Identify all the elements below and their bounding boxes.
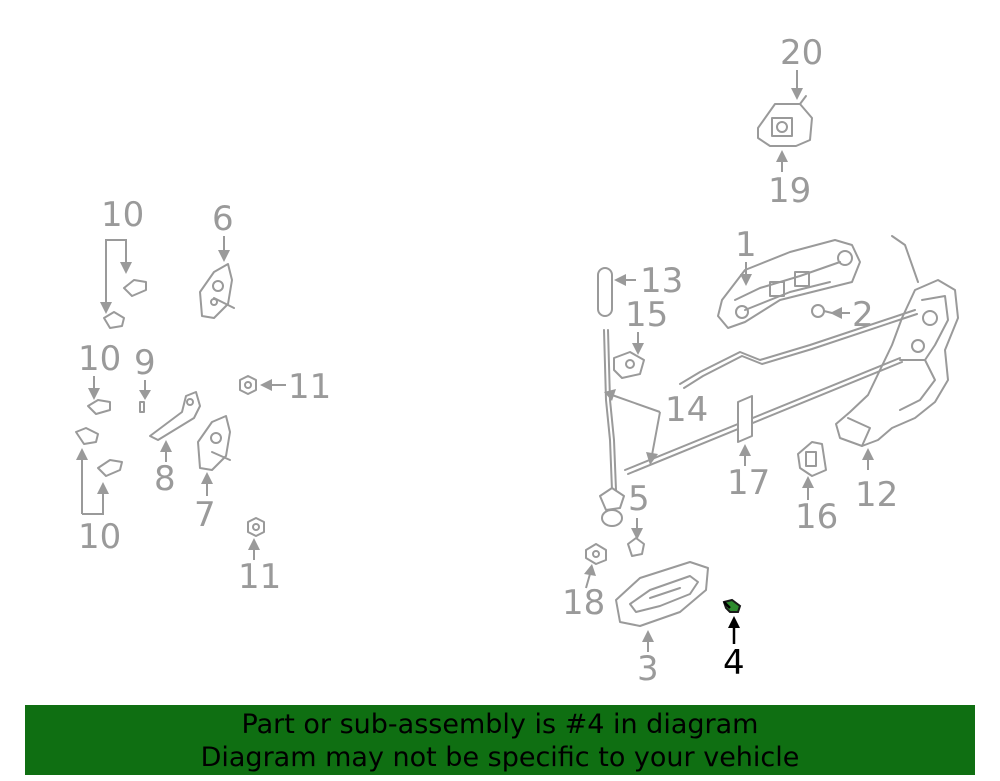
parts-diagram: 20 19 1 2 12 14 [75,33,959,689]
part-15-clip [613,351,645,379]
callout-5: 5 [628,479,650,519]
callout-19: 19 [768,171,811,211]
callout-10-top: 10 [101,195,144,235]
callout-20: 20 [780,33,823,73]
callout-9: 9 [134,343,156,383]
part-1-outside-handle [717,239,861,329]
part-8-check-link [149,391,201,441]
part-11-nuts [239,375,265,537]
banner-line-1: Part or sub-assembly is #4 in diagram [241,709,759,740]
callout-18: 18 [562,583,605,623]
callout-16: 16 [795,497,838,537]
part-7-hinge [197,415,231,471]
part-2-screw [811,304,833,318]
part-17-pad [737,395,753,443]
callout-13: 13 [640,261,683,301]
notice-banner: Part or sub-assembly is #4 in diagram Di… [25,705,975,775]
callout-14: 14 [665,390,708,430]
part-3-inside-handle [615,561,709,627]
callout-7: 7 [194,495,216,535]
callout-6: 6 [212,199,234,239]
part-20-striker [757,95,813,147]
part-9-pin [139,401,145,413]
callout-3: 3 [637,649,659,689]
part-4-screw-highlighted [722,598,742,613]
callout-1: 1 [735,225,757,265]
part-6-hinge [199,263,235,319]
banner-line-2: Diagram may not be specific to your vehi… [200,742,800,773]
callout-10-mid: 10 [78,339,121,379]
callout-11-bottom: 11 [238,557,281,597]
part-18-bushing [585,543,607,565]
part-14-rods [603,309,918,491]
part-13-clip [597,267,613,317]
callout-4: 4 [723,643,745,683]
callout-8: 8 [154,459,176,499]
callout-15: 15 [625,295,668,335]
callout-11-top: 11 [288,367,331,407]
callout-17: 17 [727,463,770,503]
part-16-bracket [797,441,827,477]
part-5-clip [599,487,645,557]
callout-12: 12 [855,475,898,515]
callout-10-bottom: 10 [78,517,121,557]
part-10-bolts [75,279,147,477]
